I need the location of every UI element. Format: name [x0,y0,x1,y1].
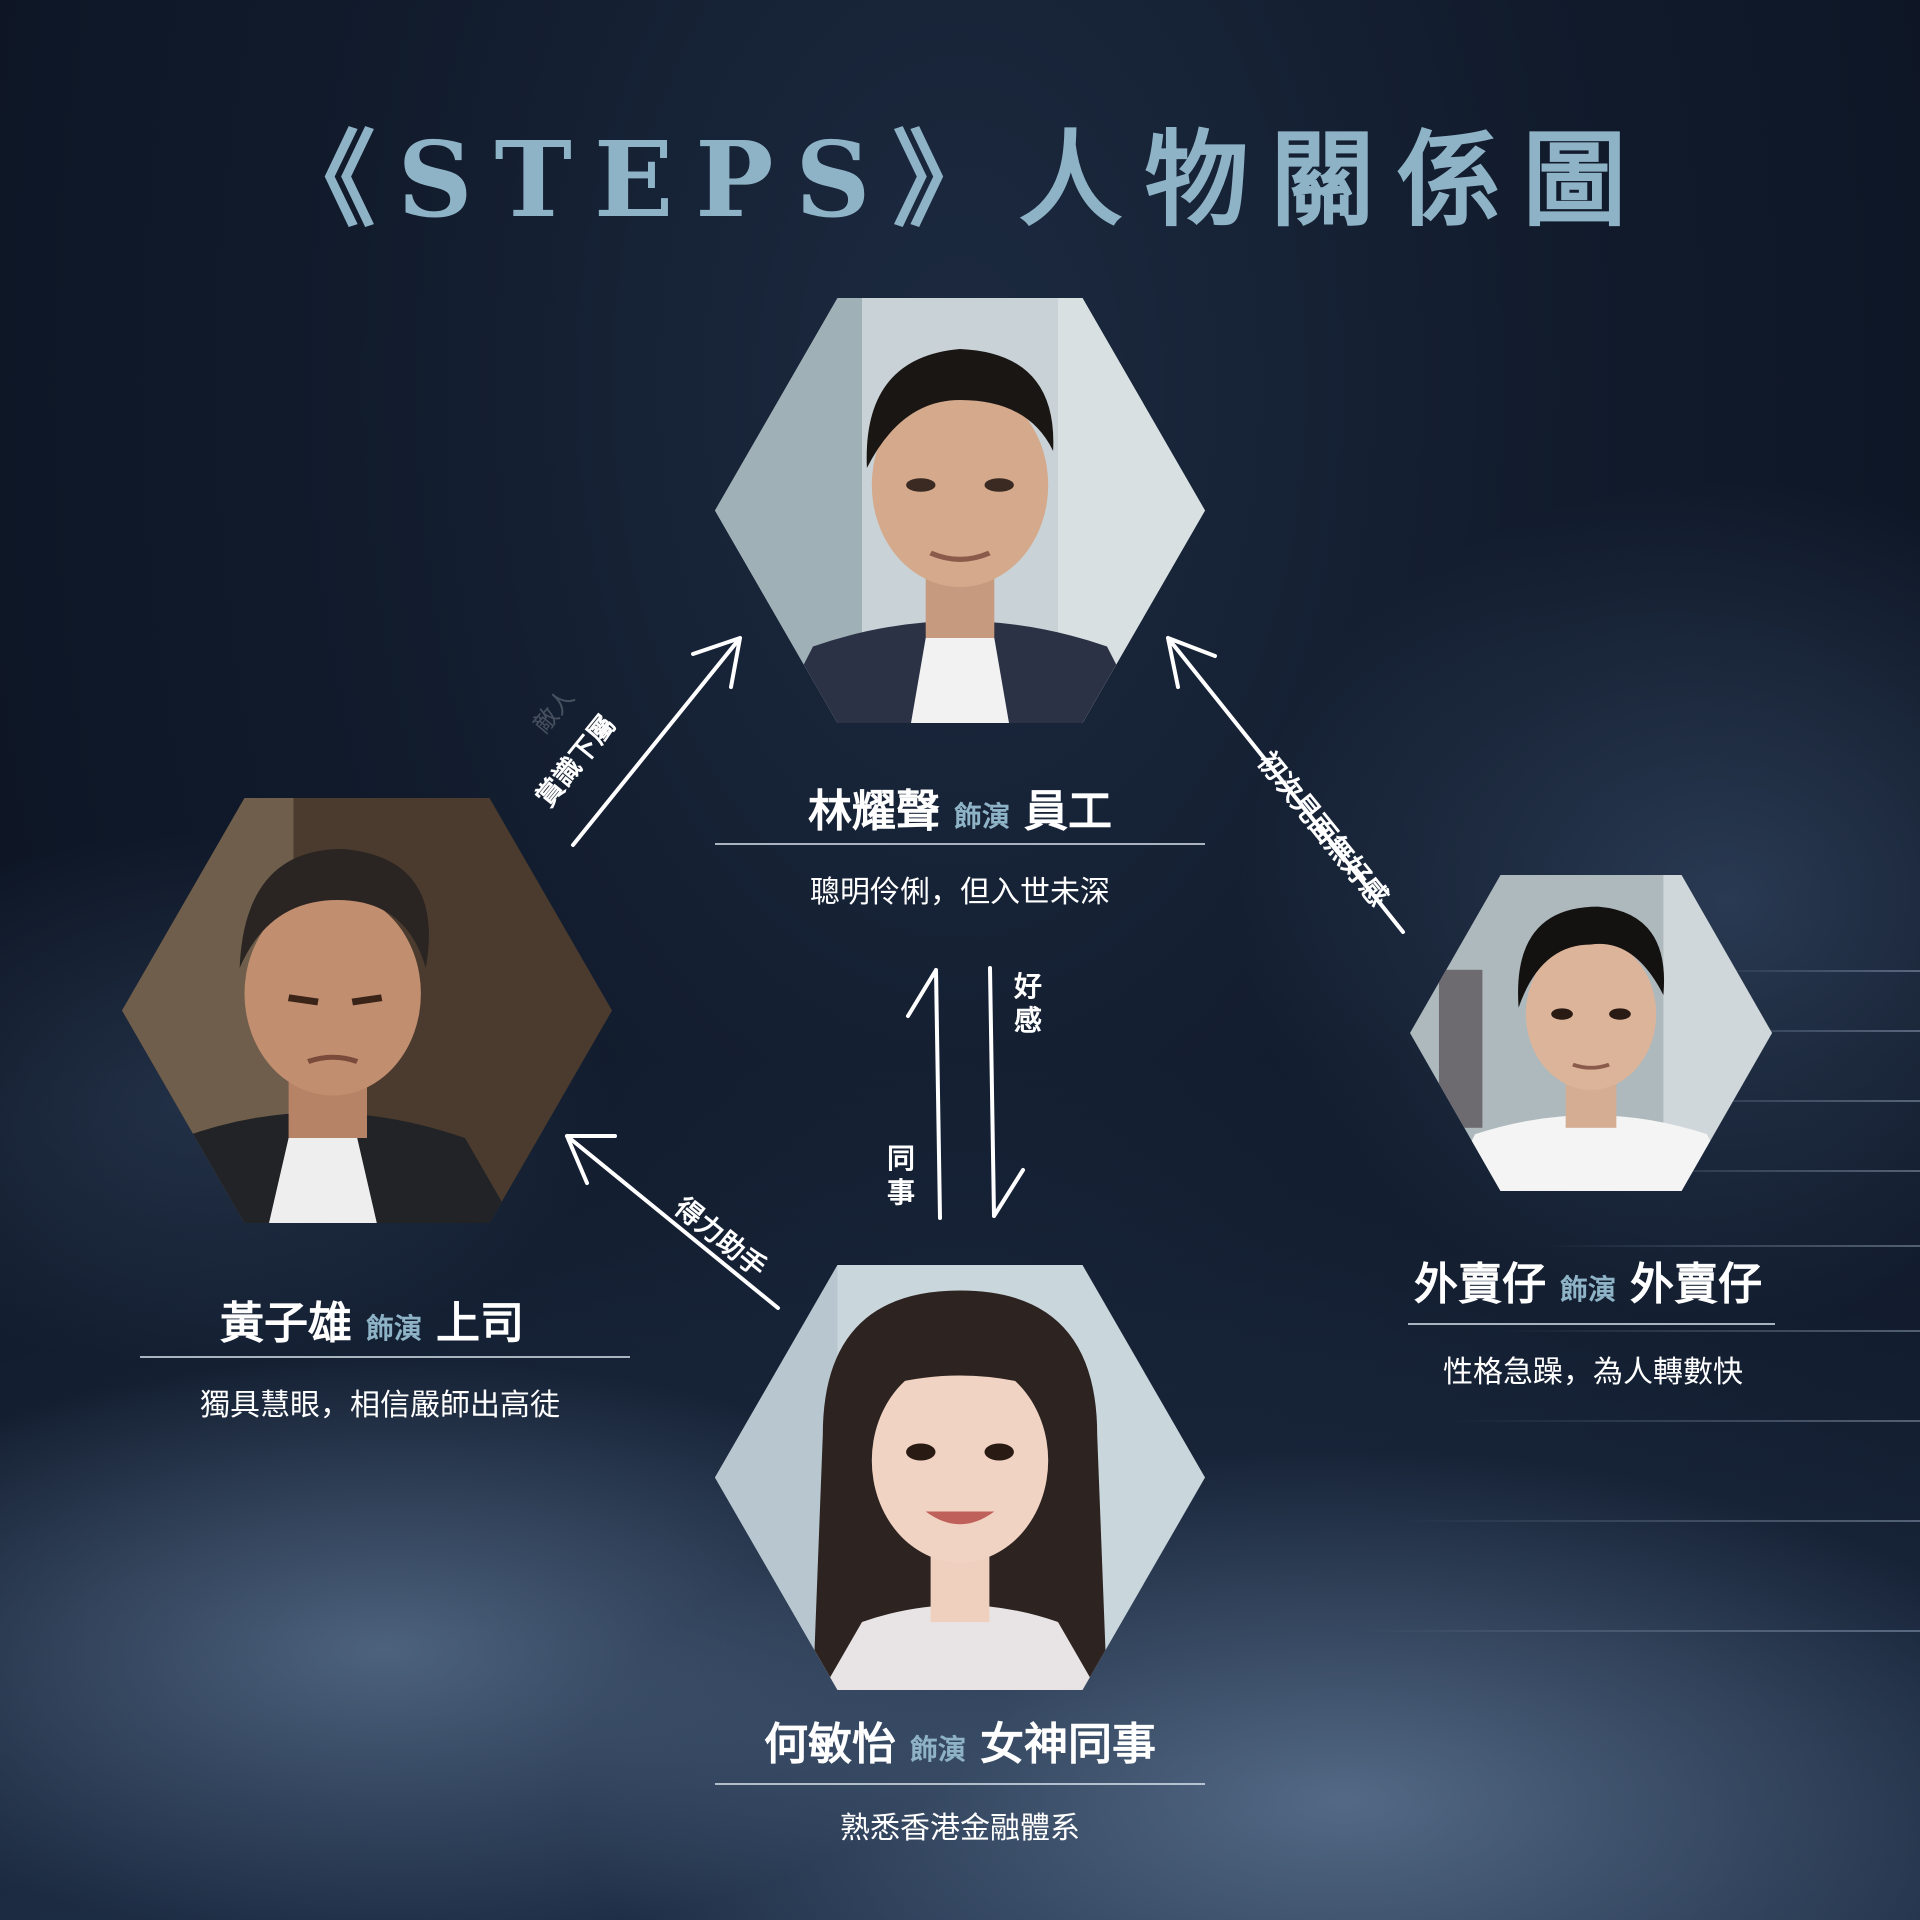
char-left-divider [140,1356,630,1358]
arrow-left-to-top [571,636,742,847]
char-right-divider [1408,1323,1775,1325]
arrow-right-to-top [1166,636,1405,934]
char-top-role: 員工 [1024,786,1112,837]
char-bottom-act-label: 飾演 [909,1733,966,1766]
char-top-actor: 林耀聲 [807,786,940,837]
arrow-bottom-to-top [906,968,942,1220]
relation-top-to-bottom-label: 好感 [1013,970,1042,1037]
char-right-desc: 性格急躁，為人轉數快 [1443,1355,1743,1390]
char-left-act-label: 飾演 [365,1312,422,1345]
char-top-divider [715,843,1205,845]
char-bottom-name: 何敏怡飾演女神同事 [715,1708,1205,1772]
char-bottom-role: 女神同事 [980,1719,1156,1770]
char-left-role: 上司 [436,1298,524,1349]
background-light-streaks [1360,970,1920,1870]
char-top-act-label: 飾演 [953,800,1010,833]
char-left-actor: 黃子雄 [219,1298,352,1349]
char-top-desc: 聰明伶俐，但入世未深 [810,875,1110,910]
char-right-actor: 外賣仔 [1413,1259,1546,1310]
char-bottom-actor: 何敏怡 [763,1719,896,1770]
char-left-desc: 獨具慧眼，相信嚴師出高徒 [200,1388,560,1423]
char-top-name: 林耀聲飾演員工 [715,775,1205,839]
char-bottom-desc: 熟悉香港金融體系 [840,1811,1080,1846]
arrow-bottom-to-left [565,1134,780,1310]
portrait-right [1410,875,1772,1191]
char-bottom-divider [715,1783,1205,1785]
portrait-left [122,798,612,1223]
relation-bottom-to-top-label: 同事 [886,1142,915,1209]
char-left-name: 黃子雄飾演上司 [122,1287,622,1351]
char-right-act-label: 飾演 [1559,1273,1616,1306]
page-title: 《STEPS》人物關係圖 [271,118,1649,241]
arrow-top-to-bottom [988,966,1025,1218]
char-right-name: 外賣仔飾演外賣仔 [1378,1248,1798,1312]
portrait-bottom [715,1265,1205,1690]
char-right-role: 外賣仔 [1630,1259,1762,1310]
